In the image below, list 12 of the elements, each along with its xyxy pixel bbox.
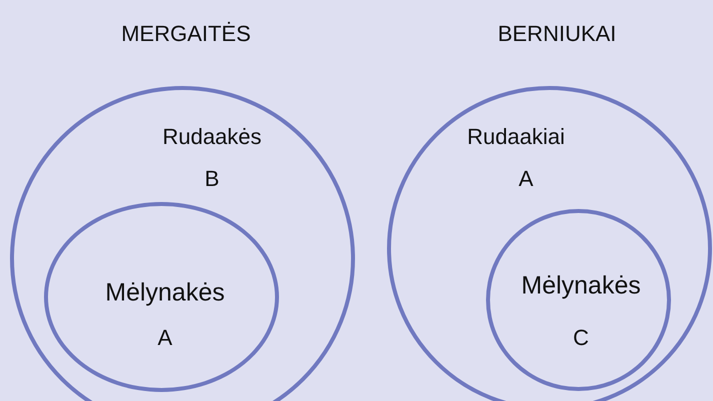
region-label: Rudaakiai [467,126,565,148]
region-label: Mėlynakės [521,274,641,298]
region-letter: B [204,168,220,190]
set-circle [486,209,671,391]
region-letter: A [518,168,534,190]
region-label: Rudaakės [162,126,262,148]
set-circle [44,202,279,392]
group-heading: BERNIUKAI [498,23,616,45]
region-letter: A [158,327,172,349]
region-label: Mėlynakės [105,280,225,306]
group-heading: MERGAITĖS [121,23,251,45]
region-letter: C [573,327,589,349]
